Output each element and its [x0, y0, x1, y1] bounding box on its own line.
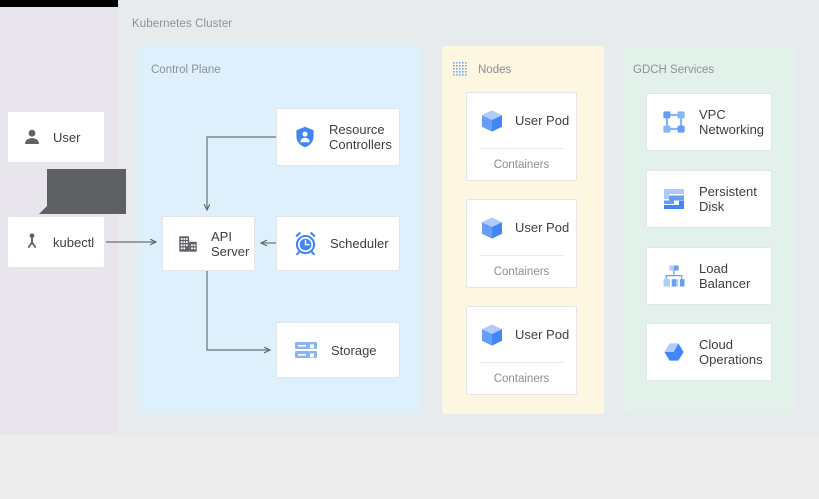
card-load-balancer[interactable]: Load Balancer [646, 247, 772, 305]
card-user-pod[interactable]: User Pod Containers [466, 306, 577, 395]
persistent-disk-icon [661, 186, 687, 212]
alarm-clock-icon [293, 231, 318, 256]
zone-label-gdch-services: GDCH Services [633, 64, 715, 76]
pod-label: User Pod [515, 220, 570, 235]
pod-label: User Pod [515, 327, 570, 342]
card-kubectl-label: kubectl [53, 234, 95, 250]
card-user-pod[interactable]: User Pod Containers [466, 92, 577, 181]
pod-sublabel: Containers [493, 373, 550, 385]
card-load-balancer-label: Load Balancer [699, 261, 751, 291]
cloud-operations-icon [661, 339, 687, 365]
card-api-server[interactable]: API Server [162, 216, 255, 271]
tooltip-overlay [39, 169, 126, 214]
card-scheduler[interactable]: Scheduler [276, 216, 400, 271]
card-vpc-networking[interactable]: VPC Networking [646, 93, 772, 151]
shield-person-icon [293, 125, 317, 149]
zone-label-nodes: Nodes [478, 64, 512, 76]
card-resource-controllers[interactable]: Resource Controllers [276, 108, 400, 166]
card-persistent-disk[interactable]: Persistent Disk [646, 170, 772, 228]
card-scheduler-label: Scheduler [330, 236, 389, 251]
pod-divider [479, 362, 564, 363]
card-persistent-disk-label: Persistent Disk [699, 184, 757, 214]
person-icon [22, 127, 42, 147]
card-vpc-networking-label: VPC Networking [699, 107, 765, 137]
pod-label: User Pod [515, 113, 570, 128]
cube-icon [479, 322, 505, 348]
load-balancer-icon [661, 263, 687, 289]
card-resource-controllers-label: Resource Controllers [329, 122, 392, 152]
cube-icon [479, 108, 505, 134]
cube-icon [479, 215, 505, 241]
dot-grid-icon [453, 62, 467, 76]
kubectl-icon [22, 232, 42, 252]
storage-disks-icon [293, 337, 319, 363]
vpc-network-icon [661, 109, 687, 135]
pod-header: User Pod [467, 200, 576, 255]
card-storage[interactable]: Storage [276, 322, 400, 378]
pod-sublabel: Containers [493, 159, 550, 171]
pod-divider [479, 255, 564, 256]
pod-header: User Pod [467, 93, 576, 148]
pod-header: User Pod [467, 307, 576, 362]
card-cloud-operations[interactable]: Cloud Operations [646, 323, 772, 381]
card-user-label: User [53, 129, 81, 145]
card-api-server-label: API Server [211, 228, 250, 259]
card-cloud-operations-label: Cloud Operations [699, 337, 763, 367]
card-kubectl[interactable]: kubectl [7, 216, 105, 268]
card-user[interactable]: User [7, 111, 105, 163]
pod-sublabel: Containers [493, 266, 550, 278]
top-black-bar [0, 0, 118, 7]
cluster-title: Kubernetes Cluster [132, 18, 233, 30]
server-building-icon [177, 233, 199, 255]
zone-label-control-plane: Control Plane [151, 64, 221, 76]
pod-divider [479, 148, 564, 149]
card-storage-label: Storage [331, 342, 377, 358]
card-user-pod[interactable]: User Pod Containers [466, 199, 577, 288]
